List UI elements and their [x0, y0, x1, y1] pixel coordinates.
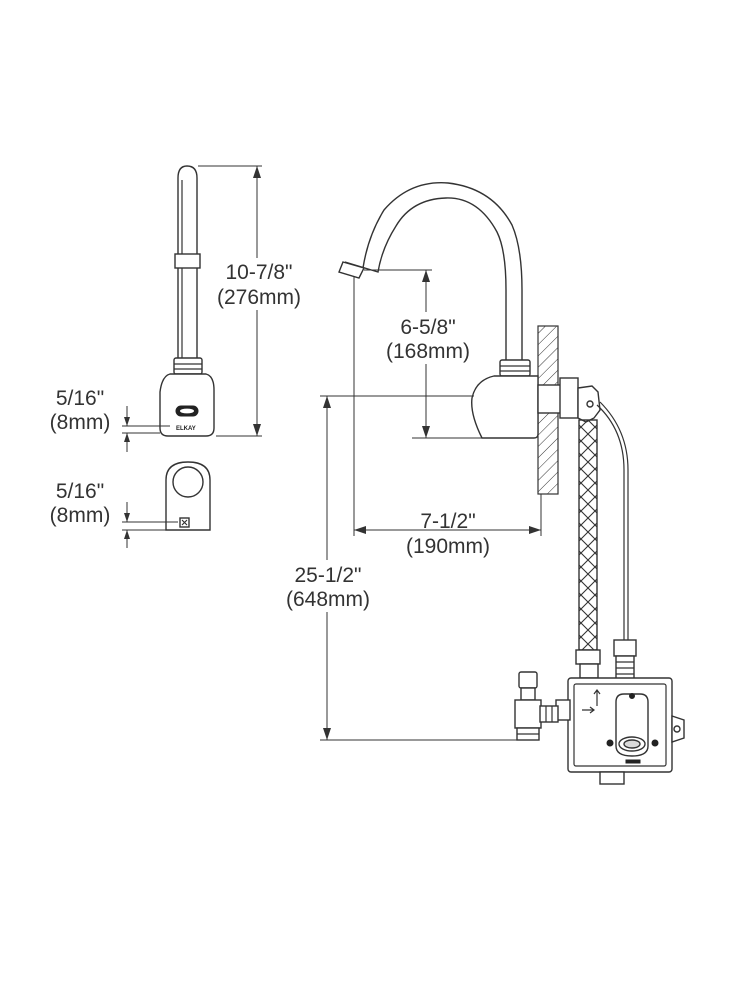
dimension-overall-drop: 25-1/2" (648mm): [280, 395, 517, 741]
label-sensor-offset-side-imperial: 5/16": [56, 387, 104, 410]
sensor-cover-view: [165, 461, 211, 531]
control-box: [555, 677, 685, 785]
dimension-spout-height: 10-7/8" (276mm): [198, 165, 304, 437]
label-spout-reach-metric: (190mm): [406, 535, 490, 558]
dimension-outlet-clearance: 6-5/8" (168mm): [364, 269, 482, 439]
label-sensor-offset-front-imperial: 5/16": [56, 480, 104, 503]
dimension-spout-reach: 7-1/2" (190mm): [353, 276, 542, 558]
label-spout-height-metric: (276mm): [217, 286, 301, 309]
sensor-cable: [596, 401, 637, 681]
side-view-faucet: [338, 182, 601, 439]
front-view-faucet: ELKAY: [159, 165, 215, 437]
label-spout-height-imperial: 10-7/8": [226, 261, 293, 284]
label-sensor-offset-side-metric: (8mm): [50, 411, 111, 434]
brand-logo-front: ELKAY: [176, 426, 196, 432]
dimension-sensor-offset-side: 5/16" (8mm): [50, 387, 170, 452]
stop-valve: [514, 671, 559, 741]
label-overall-drop-metric: (648mm): [286, 588, 370, 611]
label-spout-reach-imperial: 7-1/2": [420, 510, 475, 533]
label-overall-drop-imperial: 25-1/2": [295, 564, 362, 587]
dimension-sensor-offset-front: 5/16" (8mm): [50, 480, 178, 548]
supply-hose: [575, 419, 601, 679]
label-outlet-clearance-imperial: 6-5/8": [400, 316, 455, 339]
label-sensor-offset-front-metric: (8mm): [50, 504, 111, 527]
label-outlet-clearance-metric: (168mm): [386, 340, 470, 363]
